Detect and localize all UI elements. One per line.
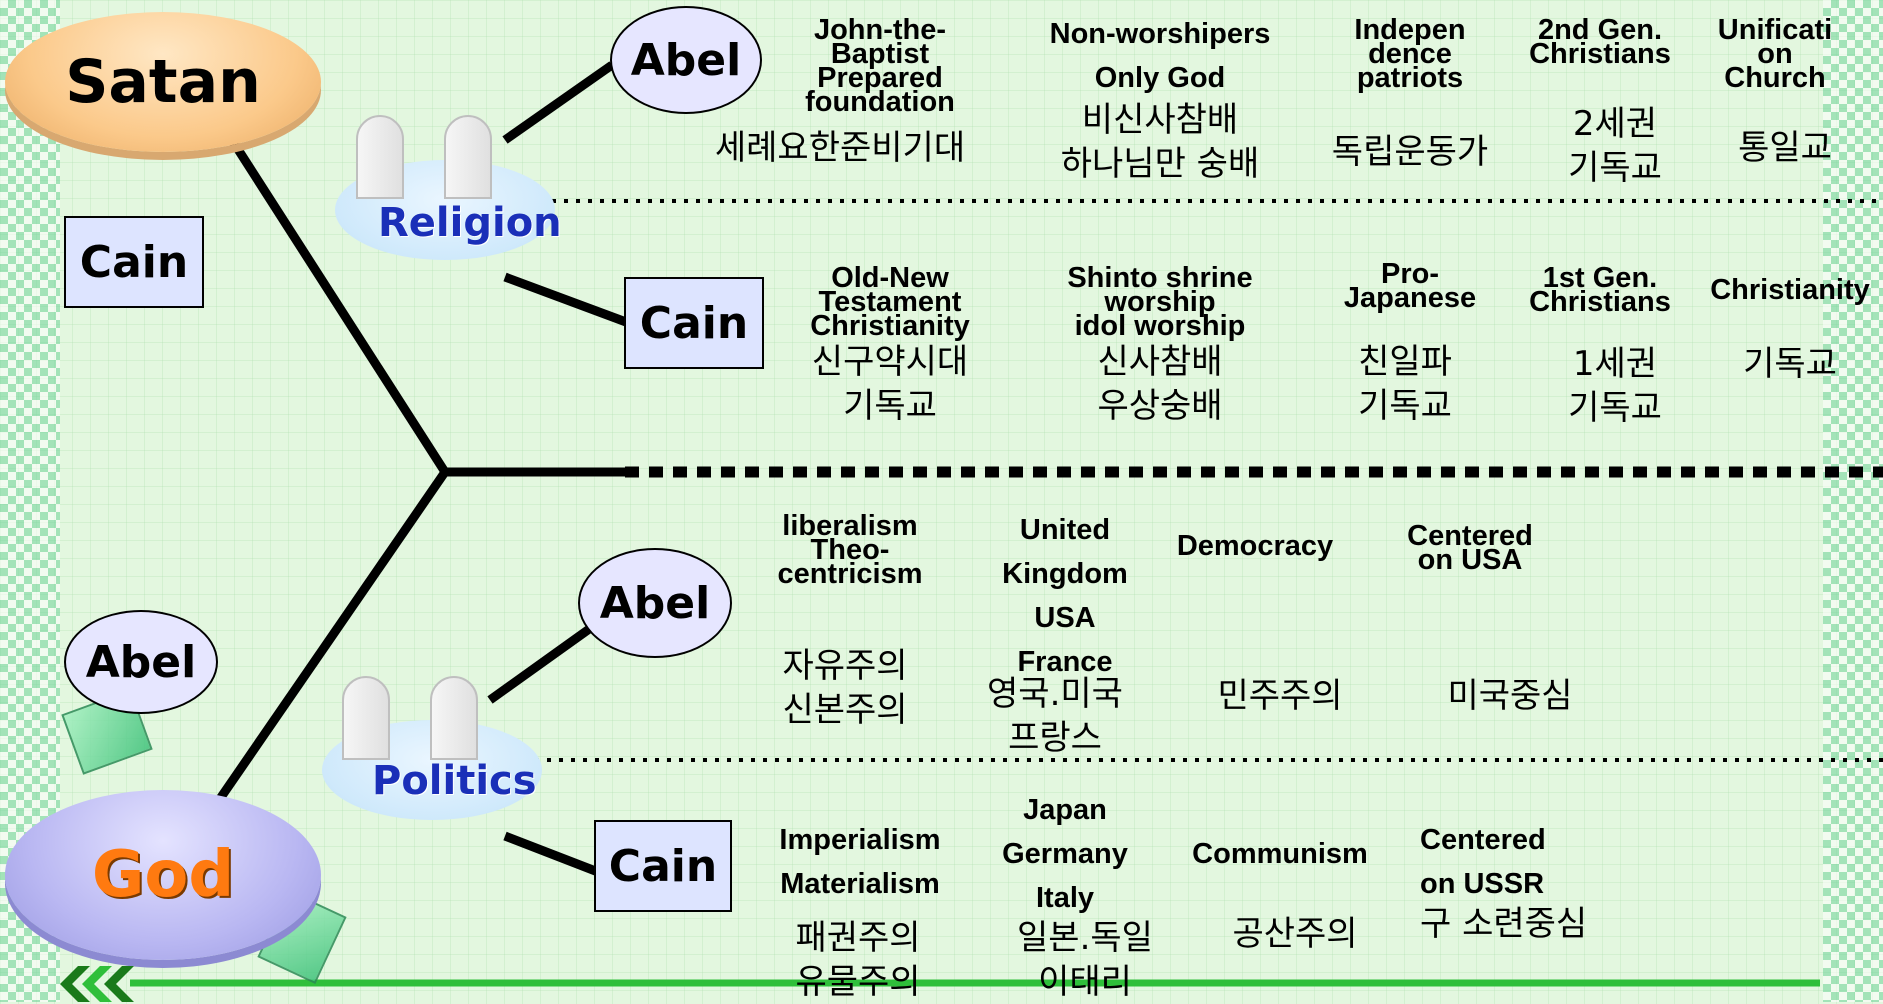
religion-abel-col1-ko: 세례요한준비기대 <box>714 128 966 168</box>
satan-label: Satan <box>65 47 261 117</box>
religion-cain-col4-ko: 1세권 기독교 <box>1568 344 1662 428</box>
religion-cain-label: Cain <box>639 297 749 349</box>
politics-cain-col1-en: Imperialism Materialism <box>779 824 941 900</box>
politics-abel-col3-ko: 민주주의 <box>1217 676 1343 716</box>
tablet-icon <box>430 676 478 760</box>
religion-abel-col4-en: 2nd Gen. Christians <box>1529 14 1671 70</box>
religion-cain-col3-ko: 친일파 기독교 <box>1358 342 1452 426</box>
left-cain-box: Cain <box>64 216 204 308</box>
religion-abel-col4-ko: 2세권 기독교 <box>1568 104 1662 188</box>
politics-abel-col2-en: United Kingdom USA France <box>1002 514 1128 678</box>
left-cain-label: Cain <box>79 236 189 288</box>
religion-abel-col5-en: Unificati on Church <box>1717 14 1833 94</box>
religion-label: Religion <box>378 200 562 246</box>
religion-cain-col1-en: Old-New Testament Christianity <box>810 262 970 342</box>
religion-cain-col2-en: Shinto shrine worship idol worship <box>1067 262 1253 342</box>
religion-abel-col3-ko: 독립운동가 <box>1331 132 1489 172</box>
politics-cain-col4-ko: 구 소련중심 <box>1420 904 1588 944</box>
politics-abel-oval: Abel <box>578 548 732 658</box>
politics-cain-col4-en: Centered on USSR <box>1420 824 1546 900</box>
checker-border-left <box>0 0 60 1002</box>
politics-cain-col2-en: Japan Germany Italy <box>1002 794 1128 914</box>
politics-cain-col2-ko: 일본.독일 이태리 <box>1017 918 1153 1002</box>
politics-abel-label: Abel <box>599 577 711 629</box>
religion-cain-col5-en: Christianity <box>1710 274 1870 306</box>
left-abel-oval: Abel <box>64 610 218 714</box>
left-abel-label: Abel <box>85 636 197 688</box>
religion-abel-col2-en: Non-worshipers Only God <box>1049 18 1271 94</box>
politics-cain-col3-en: Communism <box>1192 838 1368 870</box>
politics-abel-col4-ko: 미국중심 <box>1447 676 1573 716</box>
religion-abel-oval: Abel <box>610 6 762 114</box>
god-label: God <box>91 838 235 912</box>
politics-cain-col3-ko: 공산주의 <box>1232 914 1358 954</box>
politics-label: Politics <box>372 758 537 804</box>
tablet-icon <box>444 115 492 199</box>
religion-cain-col2-ko: 신사참배 우상숭배 <box>1097 342 1223 426</box>
politics-cain-col1-ko: 패권주의 유물주의 <box>795 918 921 1002</box>
religion-cain-col4-en: 1st Gen. Christians <box>1529 262 1671 318</box>
religion-abel-col2-ko: 비신사참배 하나님만 숭배 <box>1060 100 1260 184</box>
politics-abel-col1-ko: 자유주의 신본주의 <box>782 646 908 730</box>
religion-cain-col5-ko: 기독교 <box>1743 344 1837 384</box>
politics-abel-col4-en: Centered on USA <box>1407 520 1533 576</box>
god-oval: God <box>5 790 321 960</box>
religion-cain-col3-en: Pro- Japanese <box>1343 258 1477 314</box>
religion-abel-col3-en: Indepen dence patriots <box>1354 14 1466 94</box>
back-arrow-icon[interactable] <box>60 966 150 1002</box>
religion-abel-col5-ko: 통일교 <box>1738 128 1832 168</box>
politics-abel-col3-en: Democracy <box>1176 530 1334 562</box>
satan-oval: Satan <box>5 12 321 152</box>
checker-border-right <box>1823 0 1883 1002</box>
religion-abel-col1-en: John-the- Baptist Prepared foundation <box>805 14 955 118</box>
politics-abel-col1-en: liberalism Theo- centricism <box>777 510 923 590</box>
politics-abel-col2-ko: 영국.미국 프랑스 <box>987 674 1123 758</box>
politics-cain-label: Cain <box>608 840 718 892</box>
tablet-icon <box>356 115 404 199</box>
politics-cain-box: Cain <box>594 820 732 912</box>
tablet-icon <box>342 676 390 760</box>
religion-cain-col1-ko: 신구약시대 기독교 <box>811 342 969 426</box>
religion-abel-label: Abel <box>630 34 742 86</box>
religion-cain-box: Cain <box>624 277 764 369</box>
